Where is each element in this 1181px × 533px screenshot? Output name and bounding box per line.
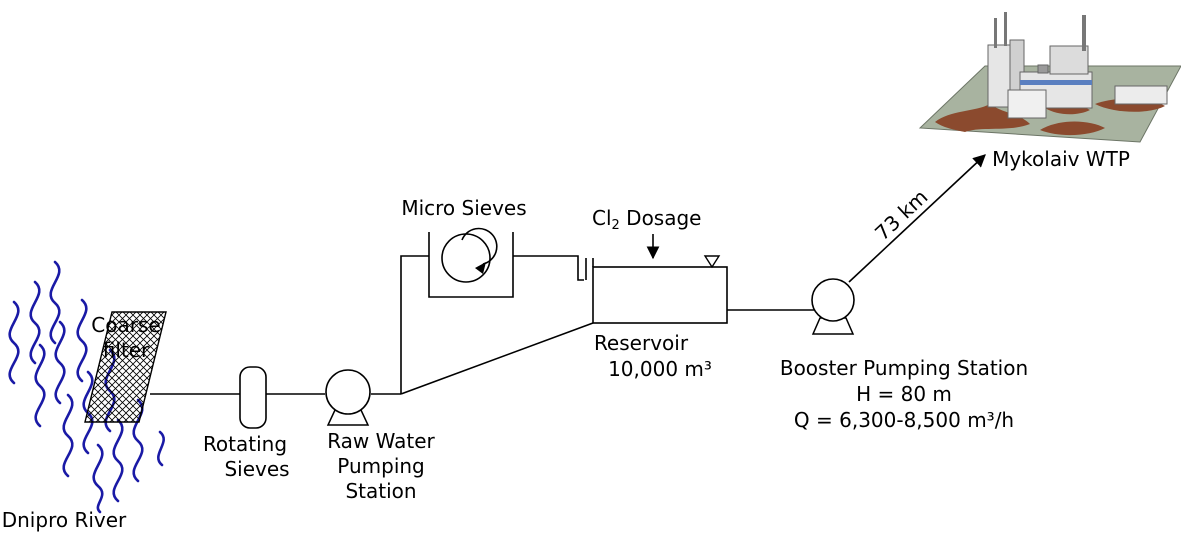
raw-water-label-3: Station xyxy=(345,479,416,503)
water-level-icon xyxy=(703,255,721,269)
booster-station-label: Booster Pumping Station xyxy=(780,356,1028,380)
reservoir-label: Reservoir xyxy=(594,331,689,355)
rotating-sieves-unit xyxy=(239,366,267,429)
booster-pump-icon xyxy=(811,278,855,335)
river-label: Dnipro River xyxy=(2,508,127,532)
coarse-filter-label-1: Coarse xyxy=(91,313,160,337)
wtp-label: Mykolaiv WTP xyxy=(992,147,1130,171)
reservoir-volume-label: 10,000 m³ xyxy=(608,357,712,381)
rotating-sieves-label-2: Sieves xyxy=(224,457,289,481)
pipework xyxy=(150,154,986,395)
raw-water-label-1: Raw Water xyxy=(327,429,435,453)
cl2-subscript: 2 xyxy=(612,218,620,233)
rotating-sieves-label-1: Rotating xyxy=(203,432,287,456)
raw-water-pump-icon xyxy=(325,369,371,426)
coarse-filter-mesh xyxy=(84,311,167,423)
raw-water-label-2: Pumping xyxy=(337,454,425,478)
river-waves-icon xyxy=(8,260,165,514)
micro-sieves-unit xyxy=(428,227,514,298)
booster-head-label: H = 80 m xyxy=(856,382,952,406)
booster-flow-label: Q = 6,300-8,500 m³/h xyxy=(794,408,1014,432)
coarse-filter-label-2: filter xyxy=(103,338,150,362)
cl2-dosage-label: Cl2 Dosage xyxy=(592,206,701,233)
micro-sieves-label: Micro Sieves xyxy=(401,196,526,220)
water-treatment-plant-icon xyxy=(918,12,1181,143)
pipeline-distance-label: 73 km xyxy=(870,185,932,245)
reservoir-tank xyxy=(585,258,728,324)
